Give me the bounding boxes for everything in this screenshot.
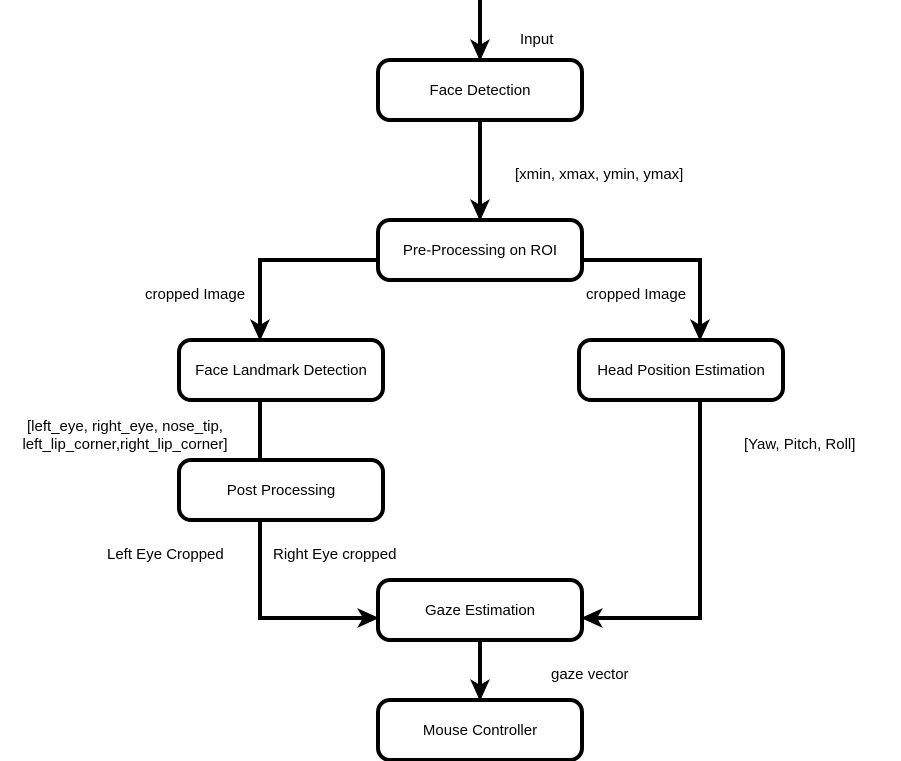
node-head-position-label: Head Position Estimation [597,362,765,379]
edge-label-cropped-image-right: cropped Image [586,286,686,303]
edge-label-landmarks-line2: left_lip_corner,right_lip_corner] [22,436,227,453]
node-face-detection[interactable]: Face Detection [376,58,584,122]
arrowhead-icon [357,608,379,628]
arrowhead-icon [470,679,490,701]
node-gaze-estimation[interactable]: Gaze Estimation [376,578,584,642]
edge-preprocessing-to-face-landmark [250,258,378,341]
edge-label-bounding-box: [xmin, xmax, ymin, ymax] [515,166,683,183]
edge-preprocessing-to-head-position [582,258,710,341]
node-post-processing[interactable]: Post Processing [177,458,385,522]
node-pre-processing-label: Pre-Processing on ROI [403,242,557,259]
node-mouse-controller[interactable]: Mouse Controller [376,698,584,761]
arrowhead-icon [581,608,603,628]
edge-head-position-to-gaze [581,400,702,628]
node-head-position-estimation[interactable]: Head Position Estimation [577,338,785,402]
edge-label-left-eye-cropped: Left Eye Cropped [107,546,224,563]
node-face-landmark-detection[interactable]: Face Landmark Detection [177,338,385,402]
edge-label-input: Input [520,31,554,48]
edge-label-right-eye-cropped: Right Eye cropped [273,546,396,563]
arrowhead-icon [470,199,490,221]
arrowhead-icon [250,319,270,341]
node-pre-processing-on-roi[interactable]: Pre-Processing on ROI [376,218,584,282]
edge-face-landmark-to-gaze [258,400,379,628]
edge-face-detection-to-preprocessing [470,120,490,221]
edge-label-landmarks-line1: [left_eye, right_eye, nose_tip, [27,418,223,435]
edge-label-cropped-image-left: cropped Image [145,286,245,303]
node-face-detection-label: Face Detection [430,82,531,99]
edge-label-gaze-vector: gaze vector [551,666,629,683]
edge-label-head-pose: [Yaw, Pitch, Roll] [744,436,855,453]
node-gaze-estimation-label: Gaze Estimation [425,602,535,619]
node-post-processing-label: Post Processing [227,482,335,499]
node-mouse-controller-label: Mouse Controller [423,722,537,739]
arrowhead-icon [690,319,710,341]
arrowhead-icon [470,39,490,61]
node-face-landmark-label: Face Landmark Detection [195,362,367,379]
edge-input-to-face-detection [470,0,490,61]
edge-gaze-to-mouse-controller [470,640,490,701]
